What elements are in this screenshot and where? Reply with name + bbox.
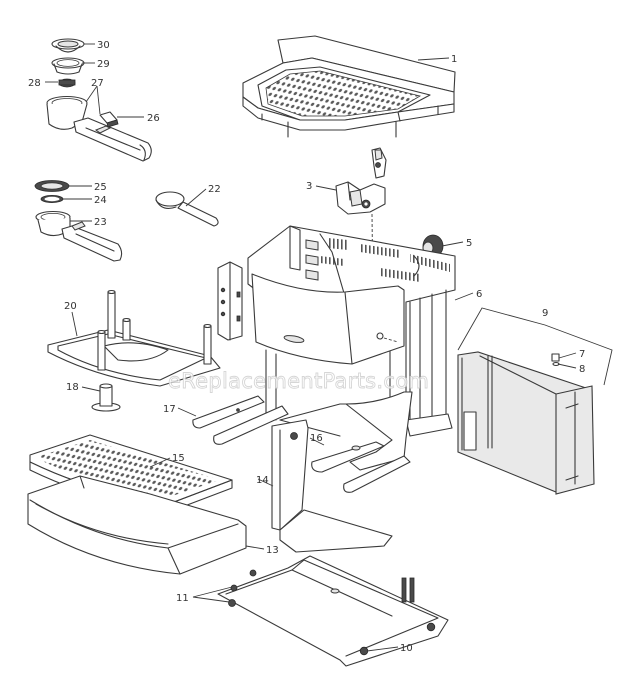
- callout-17: 17: [163, 404, 176, 415]
- callout-8: 8: [579, 364, 585, 375]
- callout-24: 24: [94, 195, 107, 206]
- callout-11: 11: [176, 593, 189, 604]
- part-18-support-post[interactable]: [91, 383, 121, 412]
- callout-9: 9: [542, 308, 548, 319]
- watermark-text: eReplacementParts.com: [168, 369, 429, 393]
- part-26-clip[interactable]: [99, 111, 119, 128]
- callout-6: 6: [476, 289, 482, 300]
- part-6-housing-frame[interactable]: [247, 225, 456, 471]
- callout-29: 29: [97, 59, 110, 70]
- part-13-drip-tray[interactable]: [27, 475, 247, 575]
- part-30-pod-filter[interactable]: [51, 38, 85, 53]
- callout-10: 10: [400, 643, 413, 654]
- leader-lines: [45, 43, 577, 652]
- callout-26: 26: [147, 113, 160, 124]
- callout-30: 30: [97, 40, 110, 51]
- callout-1: 1: [451, 54, 457, 65]
- callout-5: 5: [466, 238, 472, 249]
- part-23-filter-holder[interactable]: [35, 210, 123, 262]
- part-22-measuring-scoop[interactable]: [155, 191, 219, 227]
- part-3-switch-assembly[interactable]: [335, 147, 387, 215]
- part-1-top-cover[interactable]: [242, 35, 456, 138]
- callout-16: 16: [310, 433, 323, 444]
- side-bracket[interactable]: [217, 261, 243, 341]
- part-16-right-rail[interactable]: [311, 441, 411, 493]
- callout-20: 20: [64, 301, 77, 312]
- callout-3: 3: [306, 181, 312, 192]
- callout-27: 27: [91, 78, 104, 89]
- callout-18: 18: [66, 382, 79, 393]
- part-24-gasket[interactable]: [40, 194, 64, 203]
- callout-13: 13: [266, 545, 279, 556]
- part-17-left-rail[interactable]: [192, 395, 289, 445]
- part-9-water-tank[interactable]: [457, 307, 613, 495]
- callout-7: 7: [579, 349, 585, 360]
- part-28-insert[interactable]: [58, 78, 76, 88]
- base-plate[interactable]: [217, 555, 449, 667]
- part-25-filter[interactable]: [34, 180, 70, 192]
- callout-22: 22: [208, 184, 221, 195]
- part-27-filter-holder[interactable]: [46, 95, 152, 162]
- part-20-inner-frame[interactable]: [47, 289, 221, 387]
- callout-25: 25: [94, 182, 107, 193]
- part-10-foot[interactable]: [359, 622, 436, 656]
- part-29-two-cup-filter[interactable]: [51, 57, 85, 75]
- part-7-valve-cap[interactable]: [551, 353, 560, 362]
- callout-15: 15: [172, 453, 185, 464]
- part-14-front-bracket[interactable]: [271, 419, 393, 553]
- callout-23: 23: [94, 217, 107, 228]
- callout-28: 28: [28, 78, 41, 89]
- callout-14: 14: [256, 475, 269, 486]
